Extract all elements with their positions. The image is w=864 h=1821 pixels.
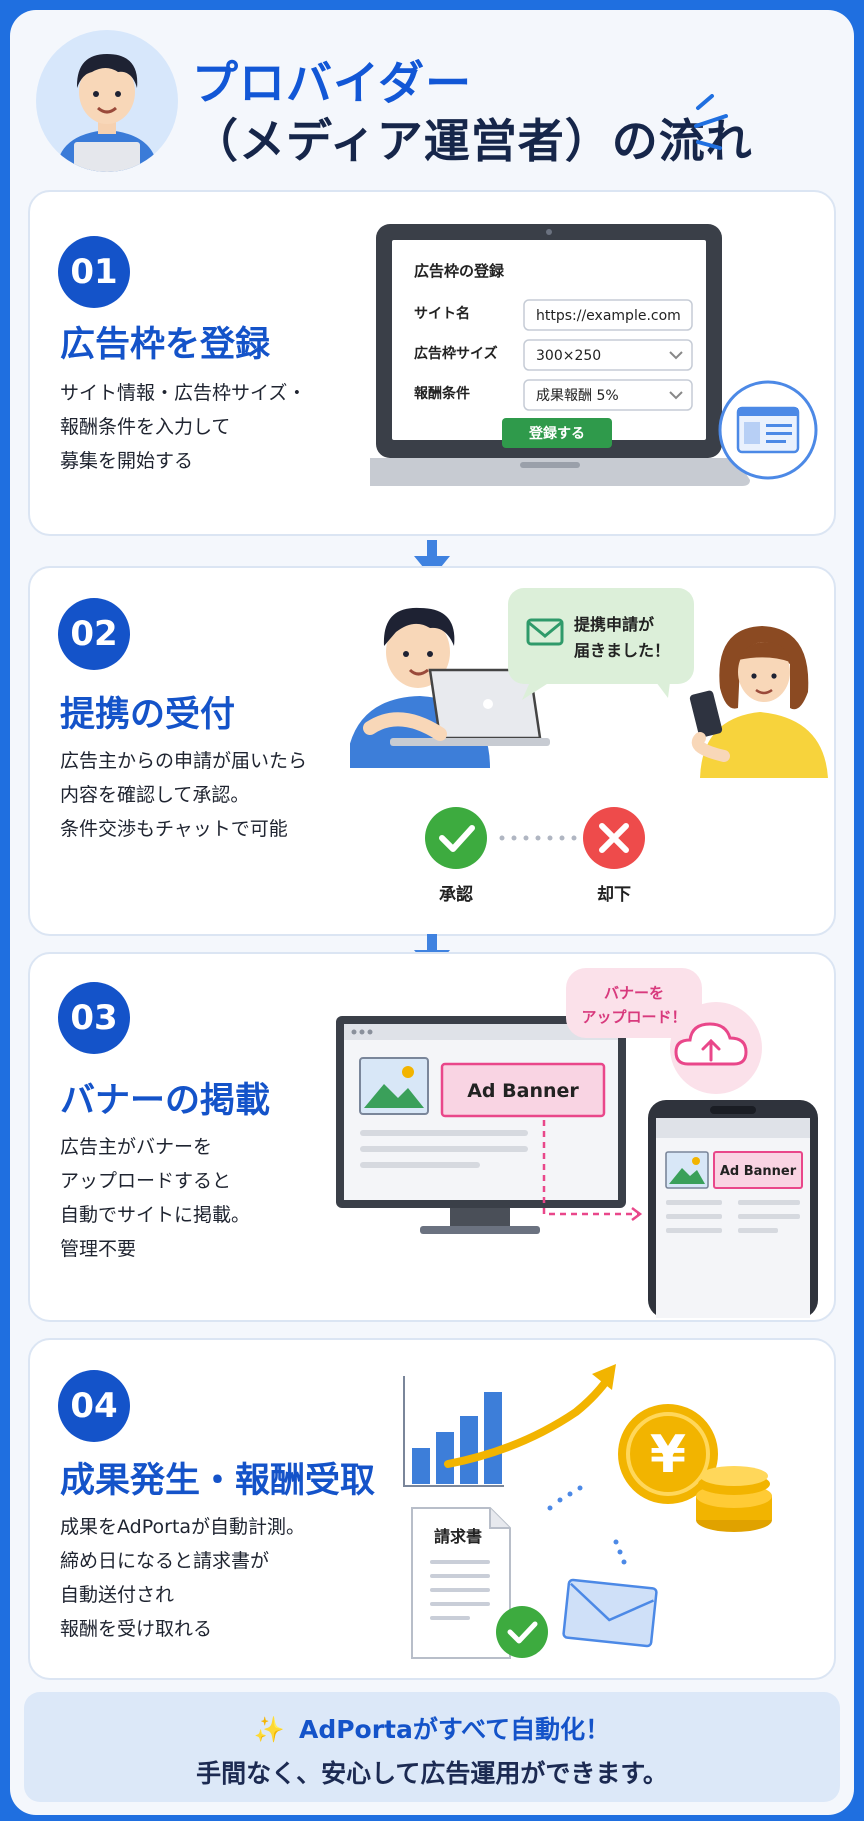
step-card-02: 02 提携の受付 広告主からの申請が届いたら 内容を確認して承認。 条件交渉もチ… bbox=[28, 566, 836, 936]
banner-upload-illustration: Ad Banner バナーを アップロード！ bbox=[336, 968, 818, 1318]
svg-text:請求書: 請求書 bbox=[434, 1527, 482, 1546]
step-title: バナーの掲載 bbox=[60, 1081, 271, 1121]
advertiser-with-phone bbox=[689, 626, 828, 778]
envelope-icon bbox=[562, 1578, 658, 1648]
provider-with-laptop bbox=[350, 607, 550, 768]
step-title: 広告枠を登録 bbox=[60, 325, 271, 365]
reject-icon[interactable] bbox=[583, 807, 645, 869]
chevron-down-icon bbox=[669, 351, 683, 360]
bar-graph-icon bbox=[403, 1364, 616, 1487]
step-number-badge: 04 bbox=[58, 1370, 130, 1442]
page: プロバイダー （メディア運営者）の流れ 01 広告枠を登録 サイト情報・広告枠サ… bbox=[10, 10, 854, 1815]
check-circle-icon bbox=[496, 1606, 548, 1658]
ad-size-value: 300×250 bbox=[536, 348, 601, 364]
step-title: 成果発生・報酬受取 bbox=[60, 1461, 376, 1501]
footer-banner: ✨ AdPortaがすべて自動化！ 手間なく、安心して広告運用ができます。 bbox=[24, 1692, 840, 1802]
mail-icon bbox=[526, 618, 564, 646]
invoice-document-icon: 請求書 bbox=[411, 1507, 511, 1659]
title-line-1: プロバイダー bbox=[192, 56, 473, 110]
chevron-down-icon bbox=[669, 391, 683, 400]
upload-bubble: バナーを アップロード！ bbox=[566, 968, 702, 1038]
reject-label: 却下 bbox=[597, 884, 631, 905]
svg-text:Ad Banner: Ad Banner bbox=[720, 1164, 797, 1179]
step-description: 成果をAdPortaが自動計測。 締め日になると請求書が 自動送付され 報酬を受… bbox=[60, 1516, 306, 1640]
reward-value: 成果報酬 5% bbox=[536, 388, 619, 404]
svg-text:アップロード！: アップロード！ bbox=[581, 1008, 686, 1026]
laptop-registration-illustration: 広告枠の登録 サイト名 https://example.com 広告枠サイズ 3… bbox=[370, 224, 818, 486]
footer-line-2: 手間なく、安心して広告運用ができます。 bbox=[196, 1759, 668, 1788]
svg-text:届きました！: 届きました！ bbox=[574, 641, 670, 660]
smartphone: Ad Banner bbox=[648, 1100, 818, 1318]
header: プロバイダー （メディア運営者）の流れ bbox=[10, 10, 854, 190]
image-placeholder-icon bbox=[665, 1151, 709, 1189]
svg-text:Ad Banner: Ad Banner bbox=[467, 1080, 579, 1102]
approval-illustration: 提携申請が 届きました！ bbox=[350, 588, 828, 905]
form-title: 広告枠の登録 bbox=[414, 262, 505, 280]
sparkle-icon: ✨ bbox=[253, 1715, 285, 1744]
notification-bubble: 提携申請が 届きました！ bbox=[508, 588, 694, 700]
currency-symbol: ¥ bbox=[650, 1425, 686, 1485]
reward-select[interactable]: 成果報酬 5% bbox=[523, 379, 693, 411]
svg-text:提携申請が: 提携申請が bbox=[574, 615, 654, 634]
window-form-icon bbox=[718, 380, 818, 480]
arrow-right-icon bbox=[631, 1207, 643, 1221]
register-button[interactable]: 登録する bbox=[502, 418, 612, 448]
step-description: サイト情報・広告枠サイズ・ 報酬条件を入力して 募集を開始する bbox=[60, 382, 307, 472]
title-line-2: （メディア運営者）の流れ bbox=[192, 114, 753, 168]
site-name-label: サイト名 bbox=[414, 305, 470, 322]
reward-label: 報酬条件 bbox=[414, 385, 470, 402]
phone-ad-banner[interactable]: Ad Banner bbox=[713, 1151, 803, 1189]
step-description: 広告主がバナーを アップロードすると 自動でサイトに掲載。 管理不要 bbox=[60, 1136, 251, 1260]
approve-icon[interactable] bbox=[425, 807, 487, 869]
svg-text:登録する: 登録する bbox=[528, 425, 585, 442]
dotted-connector bbox=[499, 835, 577, 841]
sparkle-lines-icon bbox=[694, 94, 728, 150]
page-title: プロバイダー （メディア運営者）の流れ bbox=[192, 54, 753, 170]
step-number-badge: 02 bbox=[58, 598, 130, 670]
provider-avatar bbox=[36, 30, 178, 172]
ad-banner[interactable]: Ad Banner bbox=[440, 1062, 606, 1118]
step-card-04: 04 成果発生・報酬受取 成果をAdPortaが自動計測。 締め日になると請求書… bbox=[28, 1338, 836, 1680]
svg-text:バナーを: バナーを bbox=[604, 984, 664, 1002]
site-name-value: https://example.com bbox=[536, 308, 681, 324]
step-description: 広告主からの申請が届いたら 内容を確認して承認。 条件交渉もチャットで可能 bbox=[60, 750, 308, 840]
step-number-badge: 01 bbox=[58, 236, 130, 308]
ad-size-select[interactable]: 300×250 bbox=[523, 339, 693, 371]
desktop-monitor: Ad Banner bbox=[336, 1016, 626, 1234]
yen-coin-icon: ¥ bbox=[618, 1404, 772, 1532]
dotted-path bbox=[547, 1485, 627, 1565]
step-number-badge: 03 bbox=[58, 982, 130, 1054]
cloud-upload-icon[interactable] bbox=[670, 1002, 762, 1094]
step-title: 提携の受付 bbox=[60, 695, 236, 735]
footer-line-1: AdPortaがすべて自動化！ bbox=[298, 1715, 611, 1744]
step-card-03: 03 バナーの掲載 広告主がバナーを アップロードすると 自動でサイトに掲載。 … bbox=[28, 952, 836, 1322]
approve-label: 承認 bbox=[439, 884, 473, 905]
image-placeholder-icon bbox=[359, 1057, 429, 1115]
reward-illustration: ¥ 請求書 bbox=[403, 1364, 772, 1659]
dashed-connector bbox=[542, 1120, 638, 1216]
site-name-input[interactable]: https://example.com bbox=[523, 299, 693, 331]
ad-size-label: 広告枠サイズ bbox=[414, 345, 498, 362]
step-card-01: 01 広告枠を登録 サイト情報・広告枠サイズ・ 報酬条件を入力して 募集を開始す… bbox=[28, 190, 836, 536]
